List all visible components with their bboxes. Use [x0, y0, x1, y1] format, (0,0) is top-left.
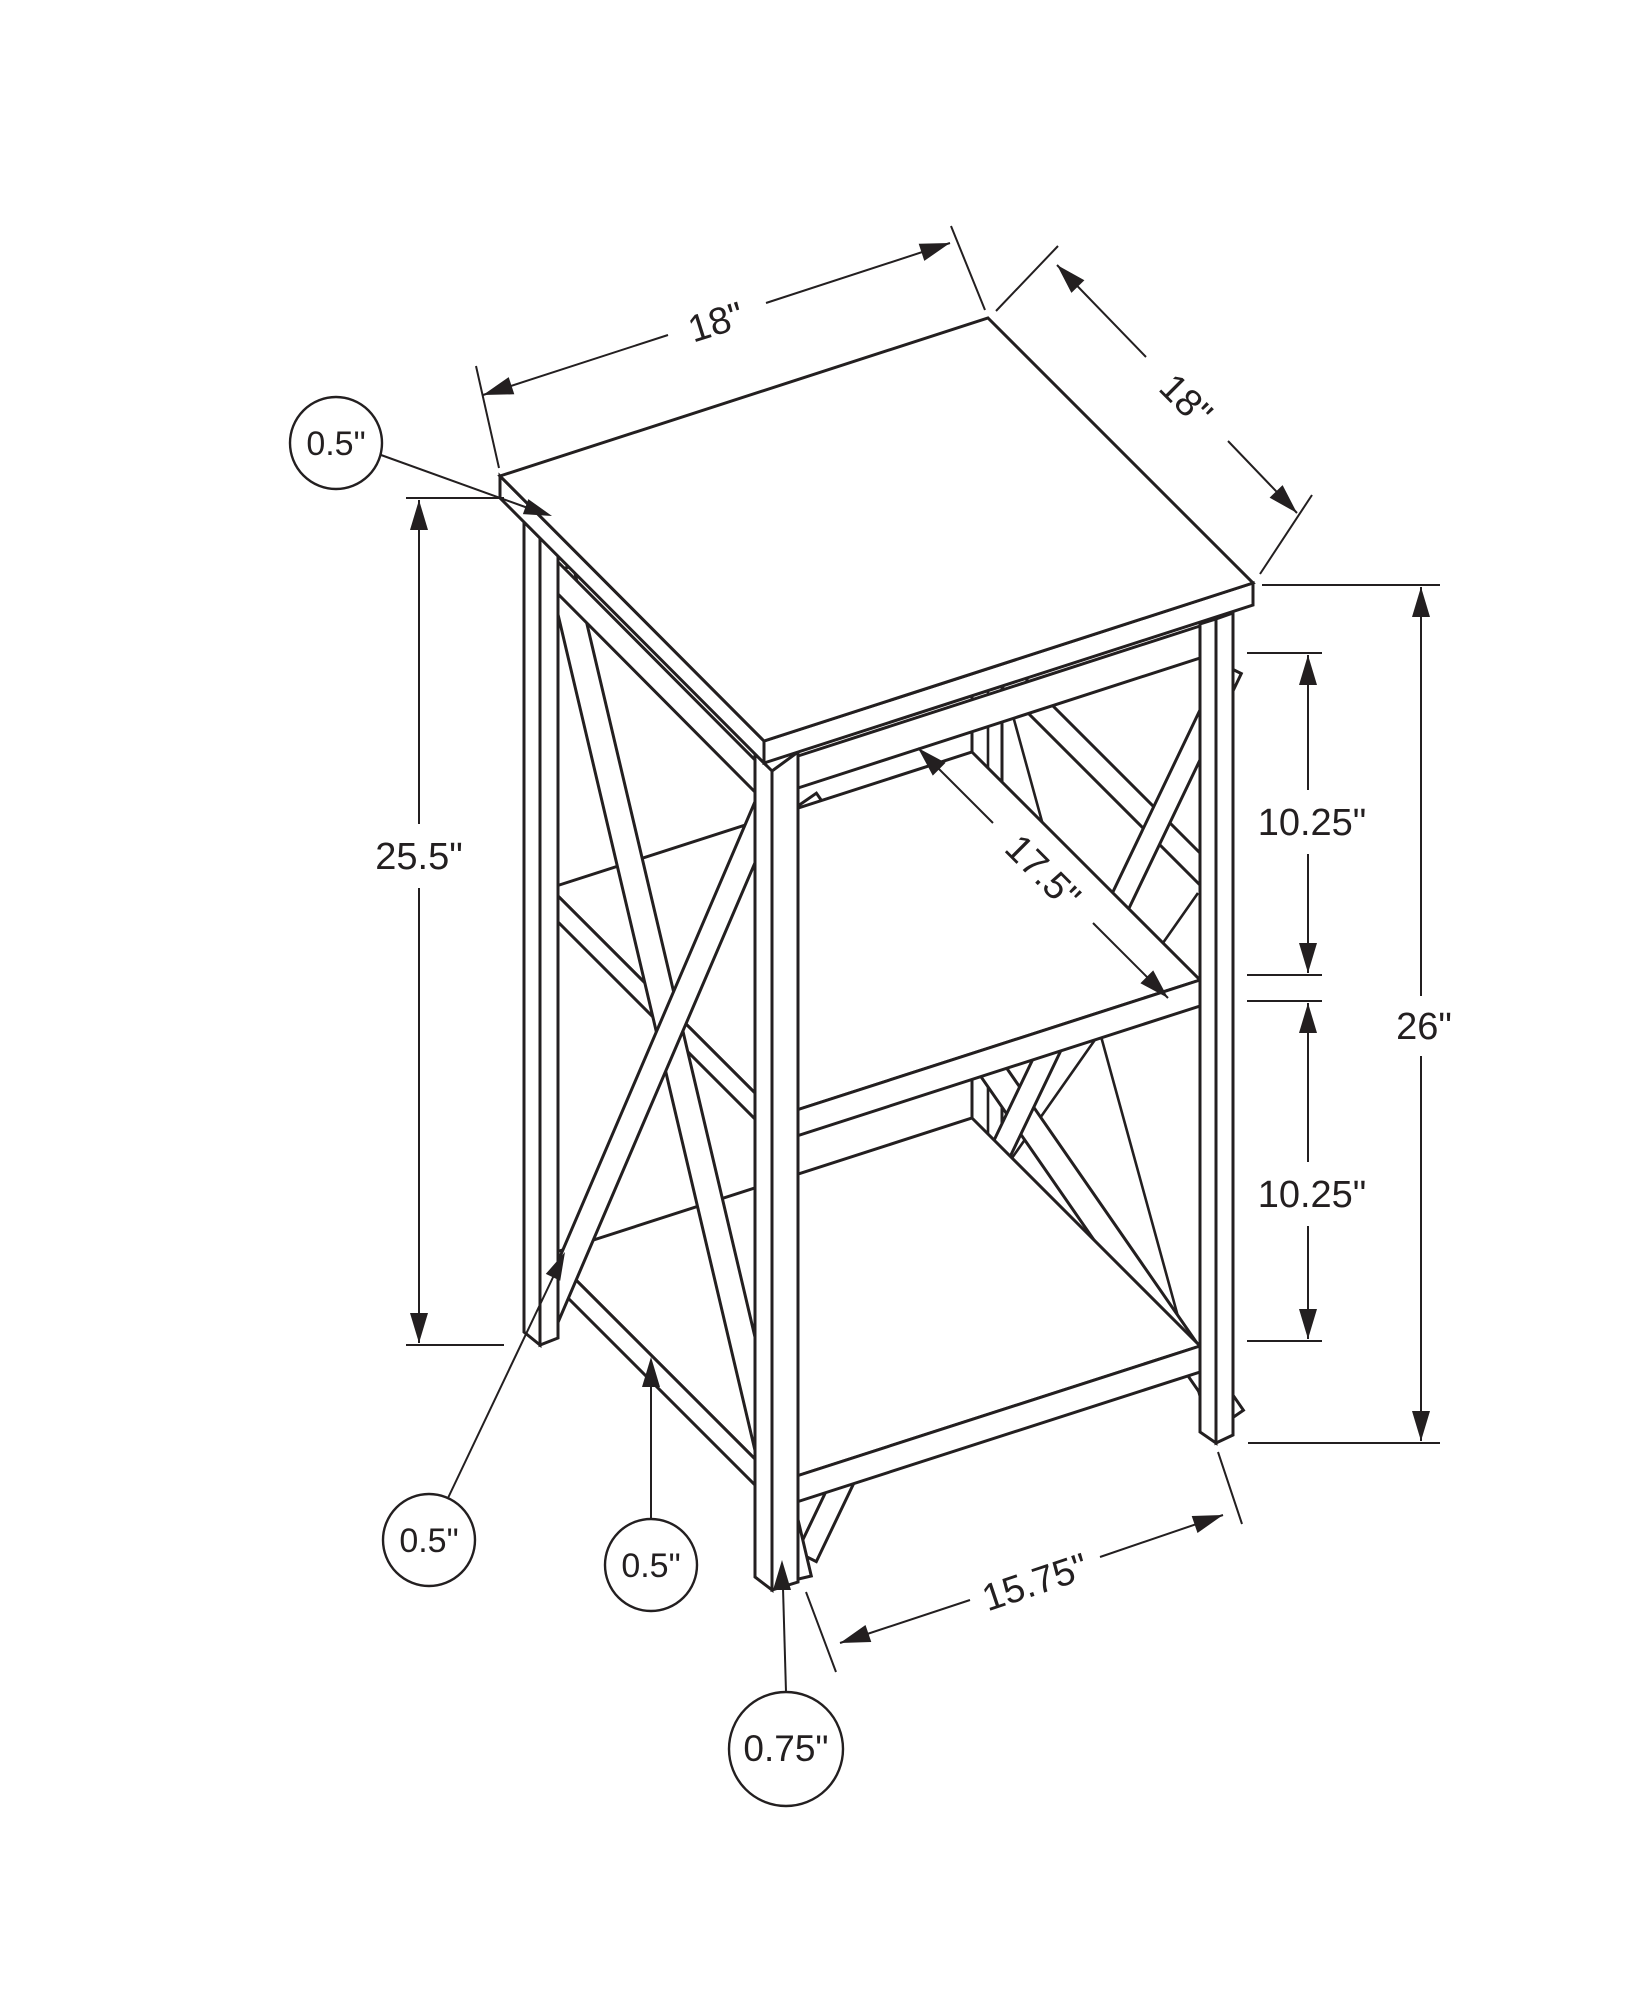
- dimension-label-overall-height: 26": [1396, 1006, 1452, 1048]
- dimension-label-upper-shelf-gap: 10.25": [1258, 802, 1367, 844]
- dimension-label-top-depth: 18": [1151, 366, 1220, 435]
- callout-top-thickness: 0.5": [288, 395, 552, 516]
- arrowhead: [1299, 943, 1317, 973]
- arrowhead: [1412, 1411, 1430, 1441]
- leader-line: [380, 454, 529, 509]
- dimension-side-height: 25.5": [375, 497, 504, 1346]
- dimension-base-width: 15.75": [805, 1451, 1243, 1673]
- arrowhead: [483, 377, 515, 395]
- leader-line: [782, 1587, 787, 1693]
- arrowhead: [918, 243, 950, 261]
- callout-label-leg-thickness: 0.75": [743, 1728, 828, 1769]
- dimension-lower-shelf-gap: 10.25": [1247, 1000, 1367, 1342]
- dimension-label-lower-shelf-gap: 10.25": [1258, 1174, 1367, 1216]
- extension-line: [475, 365, 500, 469]
- leader-line: [447, 1270, 557, 1499]
- arrowhead: [918, 748, 946, 776]
- extension-line: [995, 245, 1059, 312]
- extension-line: [1217, 1451, 1243, 1525]
- dimension-label-top-width: 18": [683, 295, 749, 352]
- callout-bubble: [381, 1492, 477, 1588]
- arrowhead: [410, 1313, 428, 1343]
- arrowhead: [1140, 970, 1168, 998]
- arrowhead: [1299, 655, 1317, 685]
- arrowhead: [773, 1560, 791, 1590]
- arrowhead: [1057, 265, 1085, 293]
- callout-label-top-thickness: 0.5": [306, 425, 365, 463]
- arrowhead: [545, 1252, 565, 1281]
- arrowhead: [1412, 587, 1430, 617]
- extension-line: [1259, 494, 1313, 575]
- arrowhead: [1299, 1003, 1317, 1033]
- dimension-upper-shelf-gap: 10.25": [1247, 652, 1367, 976]
- callout-leg-thickness: 0.75": [727, 1560, 845, 1808]
- right-leg: [1198, 610, 1235, 1446]
- front-leg: [753, 749, 800, 1594]
- callout-bubble: [603, 1517, 699, 1613]
- arrowhead: [840, 1625, 872, 1643]
- arrowhead: [522, 499, 552, 516]
- callout-brace-thickness: 0.5": [381, 1252, 565, 1588]
- callout-bubble: [288, 395, 384, 491]
- dimension-overall-height: 26": [1248, 584, 1452, 1444]
- arrowhead: [642, 1357, 660, 1387]
- arrowhead: [1191, 1515, 1223, 1533]
- arrowhead: [1269, 485, 1297, 513]
- left-leg: [522, 518, 560, 1349]
- extension-line: [950, 225, 986, 311]
- dimension-label-base-width: 15.75": [977, 1546, 1093, 1620]
- callout-shelf-thickness: 0.5": [603, 1357, 699, 1613]
- callout-label-brace-thickness: 0.5": [399, 1522, 458, 1560]
- table-structure: [497, 316, 1256, 1594]
- arrowhead: [1299, 1309, 1317, 1339]
- dimension-label-side-height: 25.5": [375, 836, 462, 878]
- bottom-shelf: [547, 1116, 1203, 1512]
- callout-label-shelf-thickness: 0.5": [621, 1547, 680, 1585]
- tabletop: [497, 316, 1256, 767]
- callout-bubble: [727, 1690, 845, 1808]
- extension-line: [805, 1591, 837, 1673]
- arrowhead: [410, 500, 428, 530]
